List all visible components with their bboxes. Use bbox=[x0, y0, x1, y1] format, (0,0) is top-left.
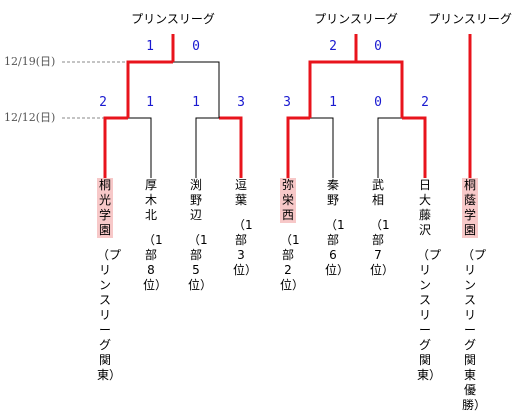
team-name: 桐光学園 bbox=[97, 178, 113, 238]
team-column: 厚木北 （1部8位） bbox=[143, 178, 168, 293]
team-note: （1部3位） bbox=[233, 218, 258, 277]
bracket-line-final-right-a bbox=[308, 60, 356, 118]
team-note: （1部7位） bbox=[370, 218, 395, 277]
bracket-line-zushiha bbox=[219, 116, 243, 178]
team-name: 桐蔭学園 bbox=[462, 178, 478, 238]
team-column: 弥栄西 （1部2位） bbox=[280, 178, 305, 293]
team-column: 秦野 （1部6位） bbox=[325, 178, 350, 278]
score-semi-2: 1 bbox=[146, 95, 154, 110]
team-name: 渕野辺 bbox=[189, 178, 202, 222]
bracket-line-kirimitsu bbox=[103, 116, 128, 178]
bracket-line-final-left-b bbox=[173, 61, 220, 118]
team-note: （プリンスリーグ関東） bbox=[97, 248, 122, 382]
top-label-center: プリンスリーグ bbox=[314, 12, 398, 26]
bracket-line-hadano bbox=[310, 117, 334, 178]
score-semi-4: 3 bbox=[237, 95, 245, 110]
team-column: 武相 （1部7位） bbox=[370, 178, 395, 278]
score-semi-1: 2 bbox=[99, 95, 107, 110]
team-note: （1部8位） bbox=[143, 233, 168, 292]
team-note: （プリンスリーグ関東） bbox=[417, 248, 442, 382]
score-semi-6: 1 bbox=[329, 95, 337, 110]
score-semi-8: 2 bbox=[421, 95, 429, 110]
team-name: 逗葉 bbox=[234, 178, 247, 207]
round-label-semi: 12/12(日) bbox=[4, 111, 56, 124]
bracket-line-fuchinobe bbox=[195, 117, 219, 178]
score-final-right-a: 2 bbox=[329, 39, 337, 54]
bracket-line-final-left-a bbox=[126, 60, 173, 118]
team-note: （1部5位） bbox=[188, 233, 213, 292]
team-name: 厚木北 bbox=[144, 178, 157, 222]
team-column: 桐蔭学園 （プリンスリーグ関東優勝） bbox=[462, 178, 487, 413]
team-column: 渕野辺 （1部5位） bbox=[188, 178, 213, 293]
team-note: （1部6位） bbox=[325, 218, 350, 277]
bracket-line-nichidaifujisawa bbox=[402, 116, 427, 178]
bracket-line-atsugikita bbox=[128, 117, 152, 178]
team-note: （プリンスリーグ関東優勝） bbox=[462, 248, 487, 412]
score-final-left-b: 0 bbox=[192, 39, 200, 54]
score-final-left-a: 1 bbox=[146, 39, 154, 54]
top-label-right: プリンスリーグ bbox=[428, 12, 512, 26]
team-column: 日大藤沢 （プリンスリーグ関東） bbox=[417, 178, 442, 383]
score-semi-7: 0 bbox=[374, 95, 382, 110]
team-column: 桐光学園 （プリンスリーグ関東） bbox=[97, 178, 122, 383]
team-column: 逗葉 （1部3位） bbox=[233, 178, 258, 278]
team-note: （1部2位） bbox=[280, 233, 305, 292]
score-semi-5: 3 bbox=[283, 95, 291, 110]
team-name: 弥栄西 bbox=[280, 178, 296, 223]
top-label-left: プリンスリーグ bbox=[131, 12, 215, 26]
team-name: 日大藤沢 bbox=[418, 178, 431, 237]
bracket-line-buso bbox=[377, 117, 402, 178]
team-name: 武相 bbox=[371, 178, 384, 207]
score-semi-3: 1 bbox=[192, 95, 200, 110]
bracket-line-yaeinishi bbox=[286, 116, 310, 178]
score-final-right-b: 0 bbox=[374, 39, 382, 54]
team-name: 秦野 bbox=[326, 178, 339, 207]
bracket-line-final-right-b bbox=[356, 60, 404, 118]
round-label-final: 12/19(日) bbox=[4, 55, 56, 68]
